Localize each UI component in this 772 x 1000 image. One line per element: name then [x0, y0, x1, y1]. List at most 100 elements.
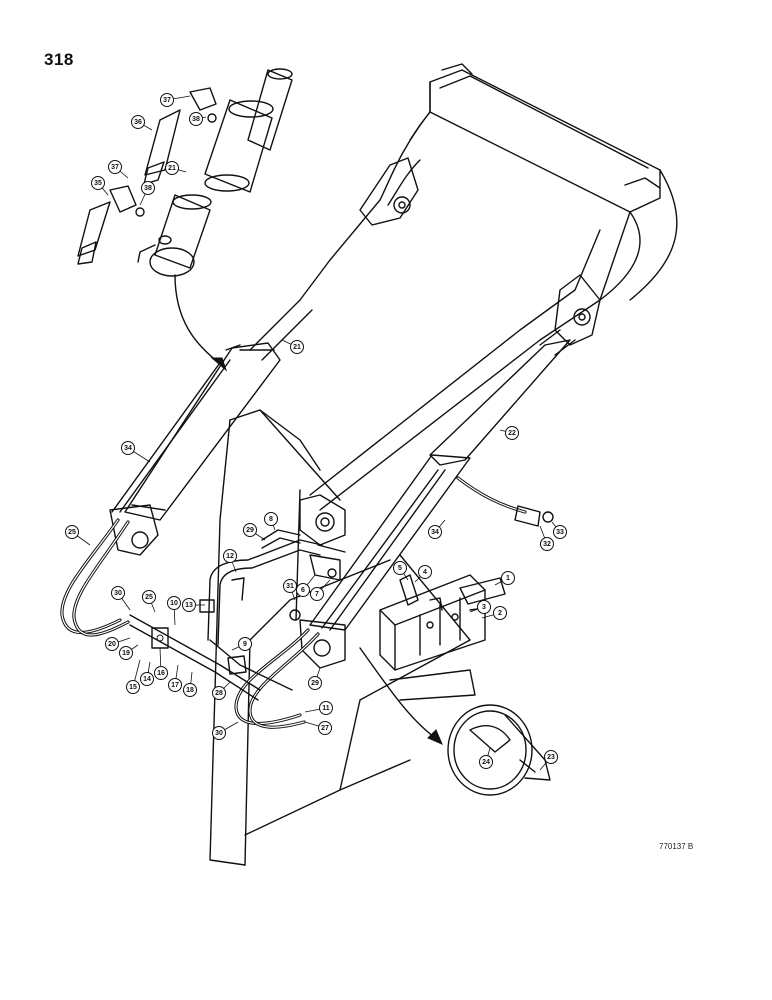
callout-circle [310, 587, 324, 601]
callout-33: 33 [551, 521, 567, 539]
callout-circle [319, 701, 333, 715]
callout-number: 13 [185, 602, 193, 609]
callout-number: 38 [192, 116, 200, 123]
callout-13: 13 [182, 598, 205, 612]
callout-number: 30 [215, 730, 223, 737]
callout-number: 24 [482, 759, 490, 766]
callout-circle [318, 721, 332, 735]
callout-7: 7 [310, 579, 331, 601]
callout-circle [168, 678, 182, 692]
callout-number: 32 [543, 541, 551, 548]
callout-23: 23 [539, 750, 558, 771]
callout-circle [142, 590, 156, 604]
callout-number: 37 [163, 97, 171, 104]
callout-circle [182, 598, 196, 612]
callout-37: 37 [108, 160, 129, 179]
callout-circle [223, 549, 237, 563]
page-number: 318 [44, 50, 74, 69]
callout-circle [264, 512, 278, 526]
callout-circle [140, 672, 154, 686]
callout-circle [418, 565, 432, 579]
callout-8: 8 [264, 512, 278, 531]
callout-27: 27 [304, 721, 332, 735]
callout-number: 34 [431, 529, 439, 536]
callout-number: 19 [122, 650, 130, 657]
callout-circle [65, 525, 79, 539]
callout-circle [108, 160, 122, 174]
side-fitting-detail [514, 505, 554, 527]
callout-circle [154, 666, 168, 680]
callout-11: 11 [304, 701, 333, 715]
callout-34: 34 [428, 519, 446, 539]
callout-circle [212, 726, 226, 740]
callout-3: 3 [469, 600, 491, 614]
callout-14: 14 [140, 661, 154, 686]
callout-number: 15 [129, 684, 137, 691]
callout-circle [160, 93, 174, 107]
callout-number: 31 [286, 583, 294, 590]
callout-circle [479, 755, 493, 769]
callout-10: 10 [167, 596, 181, 626]
left-lift-cylinder [109, 299, 313, 556]
callout-38: 38 [139, 181, 155, 206]
cylinder-end-detail [77, 68, 293, 372]
control-valve [379, 574, 506, 671]
hose-clamp-detail [359, 647, 551, 796]
callout-number: 8 [269, 516, 273, 523]
callout-number: 25 [68, 529, 76, 536]
callout-17: 17 [168, 664, 182, 692]
callout-circle [308, 676, 322, 690]
callout-number: 34 [124, 445, 132, 452]
callout-2: 2 [481, 606, 507, 620]
callout-number: 29 [246, 527, 254, 534]
callout-number: 9 [243, 641, 247, 648]
callout-22: 22 [499, 426, 519, 440]
callout-37: 37 [160, 93, 191, 107]
callout-number: 28 [215, 690, 223, 697]
callout-circle [296, 583, 310, 597]
callout-number: 37 [111, 164, 119, 171]
callout-number: 25 [145, 594, 153, 601]
callout-circle [111, 586, 125, 600]
callout-30: 30 [111, 586, 131, 611]
callout-number: 6 [301, 587, 305, 594]
callout-29: 29 [308, 667, 322, 690]
callout-number: 36 [134, 119, 142, 126]
callout-circle [477, 600, 491, 614]
callout-number: 3 [482, 604, 486, 611]
callout-circle [493, 606, 507, 620]
callout-36: 36 [131, 115, 153, 131]
callout-35: 35 [91, 176, 109, 196]
right-lift-cylinder [299, 329, 576, 669]
callout-circle [212, 686, 226, 700]
callout-16: 16 [154, 647, 168, 680]
callout-circle [283, 579, 297, 593]
callout-circle [141, 181, 155, 195]
hydraulic-hoses [60, 476, 527, 729]
callout-5: 5 [393, 561, 409, 581]
callout-circle [119, 646, 133, 660]
callout-circle [91, 176, 105, 190]
callout-number: 17 [171, 682, 179, 689]
callout-number: 23 [547, 754, 555, 761]
callout-circle [540, 537, 554, 551]
callout-number: 29 [311, 680, 319, 687]
callout-18: 18 [183, 671, 197, 697]
callout-38: 38 [189, 112, 207, 126]
drawing-reference-code: 770137 B [659, 842, 694, 851]
callout-circle [501, 571, 515, 585]
callout-number: 22 [508, 430, 516, 437]
callout-number: 1 [506, 575, 510, 582]
callout-number: 11 [322, 705, 330, 712]
callout-4: 4 [414, 565, 432, 583]
callout-number: 4 [423, 569, 427, 576]
callout-circle [121, 441, 135, 455]
callout-circle [428, 525, 442, 539]
callout-24: 24 [479, 747, 493, 769]
callout-number: 21 [168, 165, 176, 172]
callout-circle [105, 637, 119, 651]
callout-circle [131, 115, 145, 129]
callout-21: 21 [281, 339, 304, 354]
